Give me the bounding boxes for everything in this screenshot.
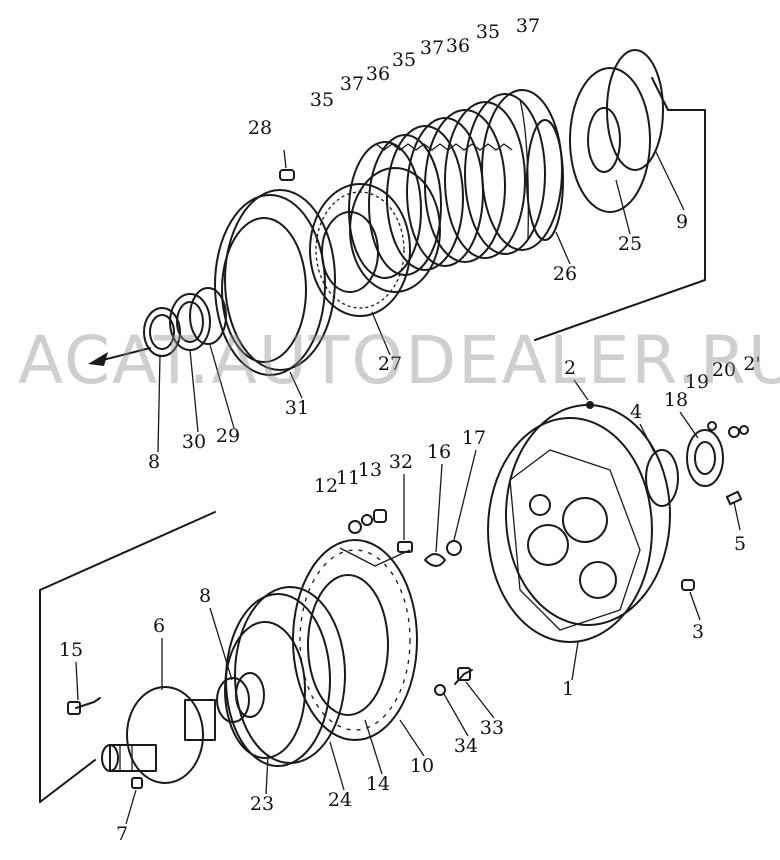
part-label-l1: 1 (562, 678, 574, 700)
part-label-l35a: 35 (476, 21, 500, 43)
part-label-l9: 9 (676, 211, 688, 233)
part-label-l10: 10 (410, 755, 434, 777)
part-label-l31: 31 (285, 397, 309, 419)
part-label-l7: 7 (116, 823, 128, 845)
part-label-l8b: 8 (199, 585, 211, 607)
part-label-l20: 20 (712, 359, 736, 381)
bolts (67, 667, 473, 789)
part-label-l25: 25 (618, 233, 642, 255)
frame-lines (39, 77, 706, 803)
part-label-l6: 6 (153, 615, 165, 637)
flange-plate-10 (292, 539, 418, 741)
part-label-l33: 33 (480, 717, 504, 739)
housing-1 (487, 404, 671, 643)
part-label-l26: 26 (553, 263, 577, 285)
part-label-l18: 18 (664, 389, 688, 411)
part-label-l36b: 36 (366, 63, 390, 85)
part-label-l36a: 36 (446, 35, 470, 57)
part-label-l3: 3 (692, 621, 704, 643)
shaft-6 (101, 686, 216, 784)
part-label-l14: 14 (366, 773, 390, 795)
part-label-l11: 11 (336, 467, 360, 489)
part-label-l8a: 8 (148, 451, 160, 473)
part-label-l17: 17 (462, 427, 486, 449)
part-label-l34: 34 (454, 735, 478, 757)
snap-ring-8b (216, 672, 265, 723)
part-label-l2: 2 (564, 357, 576, 379)
part-label-l4: 4 (630, 401, 642, 423)
part-label-l35c: 35 (310, 89, 334, 111)
part-label-l12: 12 (314, 475, 338, 497)
end-plates-25-9 (526, 49, 664, 241)
part-label-l35b: 35 (392, 49, 416, 71)
part-label-l13: 13 (358, 459, 382, 481)
part-label-l37c: 37 (340, 73, 364, 95)
part-label-l23: 23 (250, 793, 274, 815)
part-label-l16: 16 (427, 441, 451, 463)
leader-lines (75, 149, 741, 825)
part-label-l19: 19 (685, 371, 709, 393)
seal-rings-4-18 (586, 401, 749, 591)
piston-plate-31 (214, 189, 336, 376)
friction-plate-stack (348, 89, 563, 279)
part-label-l21: 2' (743, 353, 760, 375)
part-label-l32: 32 (389, 451, 413, 473)
part-label-l30: 30 (182, 431, 206, 453)
part-label-l24: 24 (328, 789, 352, 811)
part-label-l37a: 37 (516, 15, 540, 37)
clutch-hub-27 (309, 167, 441, 317)
part-label-l5: 5 (734, 533, 746, 555)
part-label-l29: 29 (216, 425, 240, 447)
assembly-arrow (88, 347, 151, 366)
pin-28-shape (279, 169, 295, 181)
small-parts (339, 509, 462, 567)
part-label-l28: 28 (248, 117, 272, 139)
snap-rings-8-30-29 (143, 287, 227, 357)
part-label-l15: 15 (59, 639, 83, 661)
part-label-l27: 27 (378, 353, 402, 375)
part-label-l37b: 37 (420, 37, 444, 59)
